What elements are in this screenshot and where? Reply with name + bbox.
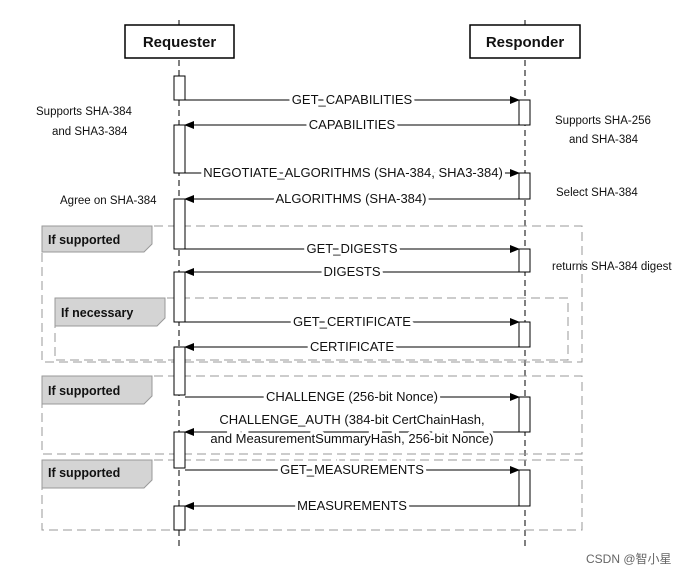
responder-label: Responder	[486, 34, 565, 51]
message-label: and MeasurementSummaryHash, 256-bit Nonc…	[210, 431, 493, 446]
responder-activation	[518, 321, 531, 348]
requester-label: Requester	[143, 34, 217, 51]
message-get-certificate: GET_CERTIFICATE	[185, 311, 520, 332]
requester-activation	[173, 346, 186, 396]
note-agree: Agree on SHA-384	[60, 195, 157, 207]
message-label: CHALLENGE_AUTH (384-bit CertChainHash,	[219, 412, 484, 427]
message-label: DIGESTS	[323, 264, 380, 279]
message-challenge-auth: CHALLENGE_AUTH (384-bit CertChainHash, a…	[184, 409, 519, 449]
responder-activation	[518, 469, 531, 507]
message-algorithms: ALGORITHMS (SHA-384)	[184, 188, 519, 209]
note-responder-supports: and SHA-384	[569, 134, 639, 146]
message-label: NEGOTIATE_ALGORITHMS (SHA-384, SHA3-384)	[203, 165, 503, 180]
message-get-measurements: GET_MEASUREMENTS	[185, 459, 520, 480]
responder-activation	[518, 396, 531, 433]
frame-label: If supported	[48, 233, 120, 247]
message-label: GET_CAPABILITIES	[292, 92, 413, 107]
message-capabilities: CAPABILITIES	[184, 114, 519, 135]
frame-if-supported-challenge: If supported	[41, 375, 583, 455]
message-digests: DIGESTS	[184, 261, 519, 282]
message-get-capabilities: GET_CAPABILITIES	[185, 89, 520, 110]
message-label: ALGORITHMS (SHA-384)	[276, 191, 427, 206]
frame-if-supported-measurements: If supported	[41, 459, 583, 531]
note-requester-supports: and SHA3-384	[52, 126, 128, 138]
note-select: Select SHA-384	[556, 187, 638, 199]
watermark: CSDN @智小星	[586, 551, 672, 566]
responder-activation	[518, 172, 531, 200]
requester-activation	[173, 124, 186, 174]
message-negotiate-algorithms: NEGOTIATE_ALGORITHMS (SHA-384, SHA3-384)	[185, 162, 520, 183]
message-label: MEASUREMENTS	[297, 498, 407, 513]
note-returns: returns SHA-384 digest	[552, 261, 672, 273]
responder-header: Responder	[469, 24, 581, 59]
message-get-digests: GET_DIGESTS	[185, 238, 520, 259]
message-measurements: MEASUREMENTS	[184, 495, 519, 516]
message-certificate: CERTIFICATE	[184, 336, 519, 357]
message-label: CAPABILITIES	[309, 117, 396, 132]
frame-label: If supported	[48, 384, 120, 398]
frame-label: If supported	[48, 466, 120, 480]
responder-activation	[518, 99, 531, 126]
message-label: CHALLENGE (256-bit Nonce)	[266, 389, 438, 404]
note-responder-supports: Supports SHA-256	[555, 115, 651, 127]
requester-activation	[173, 75, 186, 101]
message-label: CERTIFICATE	[310, 339, 394, 354]
message-label: GET_MEASUREMENTS	[280, 462, 424, 477]
requester-activation	[173, 271, 186, 323]
note-requester-supports: Supports SHA-384	[36, 106, 132, 118]
requester-header: Requester	[124, 24, 235, 59]
requester-activation	[173, 431, 186, 469]
responder-activation	[518, 248, 531, 273]
message-challenge: CHALLENGE (256-bit Nonce)	[185, 386, 520, 407]
message-label: GET_CERTIFICATE	[293, 314, 411, 329]
message-label: GET_DIGESTS	[306, 241, 397, 256]
frame-label: If necessary	[61, 306, 133, 320]
frame-if-supported-digests: If supported	[41, 225, 583, 363]
requester-activation	[173, 505, 186, 531]
requester-activation	[173, 198, 186, 250]
frame-if-necessary: If necessary	[54, 297, 569, 361]
